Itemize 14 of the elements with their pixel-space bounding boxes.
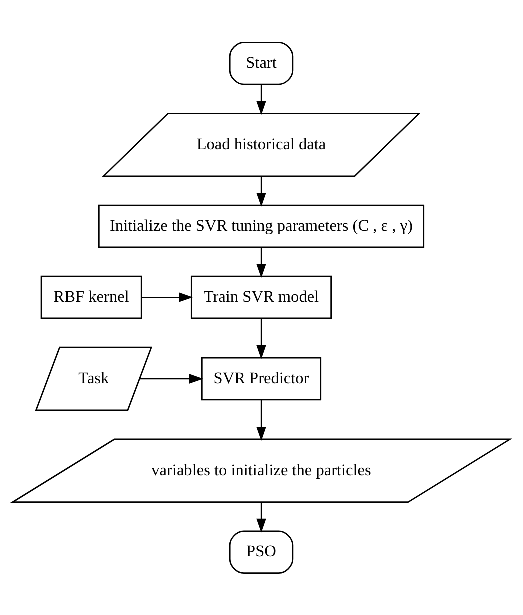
arrow	[256, 318, 266, 359]
node-box: Start	[229, 41, 294, 85]
node-box: Train SVR model	[190, 275, 332, 319]
arrow	[256, 176, 266, 206]
arrow	[142, 292, 194, 302]
arrow	[140, 374, 204, 384]
node-box: PSO	[229, 530, 294, 574]
arrow	[256, 84, 266, 115]
node-box: RBF kernel	[40, 275, 142, 319]
arrow	[256, 400, 266, 441]
arrow	[256, 502, 266, 532]
node-box: SVR Predictor	[201, 356, 322, 400]
arrow	[256, 247, 266, 278]
node-box: Initialize the SVR tuning parameters (C , ε , γ)	[98, 204, 425, 248]
